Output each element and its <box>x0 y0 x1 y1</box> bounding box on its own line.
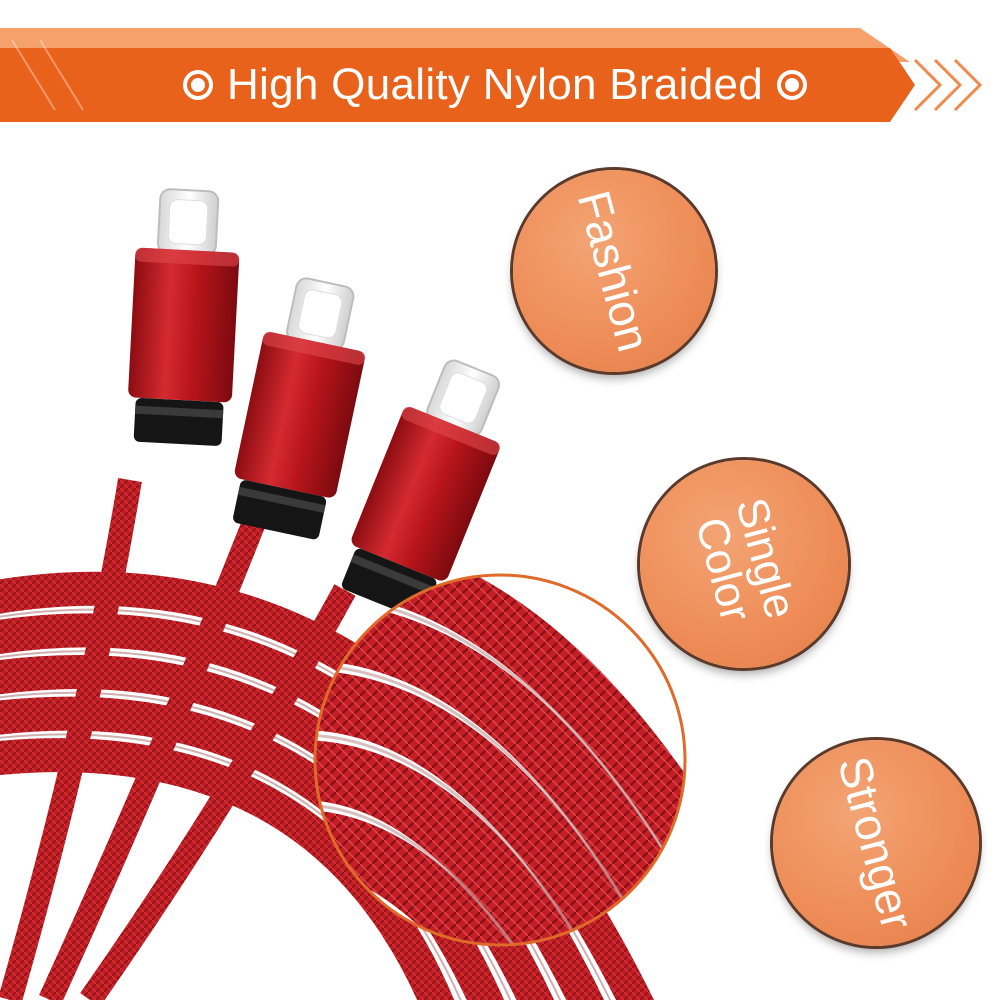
banner <box>0 28 983 122</box>
chevron-right-icon <box>913 58 983 112</box>
ring-bullet-icon <box>777 70 808 100</box>
feature-badge-label: Stronger <box>828 751 924 935</box>
cable-leads <box>0 478 356 1000</box>
banner-band <box>0 48 915 122</box>
connector-right <box>341 359 501 619</box>
feature-badge-label: Fashion <box>567 185 661 357</box>
connector-middle <box>233 277 366 540</box>
feature-badge-single-color: Single Color <box>640 460 848 668</box>
ring-bullet-icon <box>182 70 213 100</box>
connector-left <box>128 188 240 446</box>
banner-title-text: High Quality Nylon Braided <box>226 60 764 109</box>
feature-badge-fashion: Fashion <box>513 170 715 372</box>
feature-badge-label: Single Color <box>685 492 806 627</box>
feature-badge-stronger: Stronger <box>773 740 979 946</box>
banner-title: High Quality Nylon Braided <box>0 50 990 120</box>
